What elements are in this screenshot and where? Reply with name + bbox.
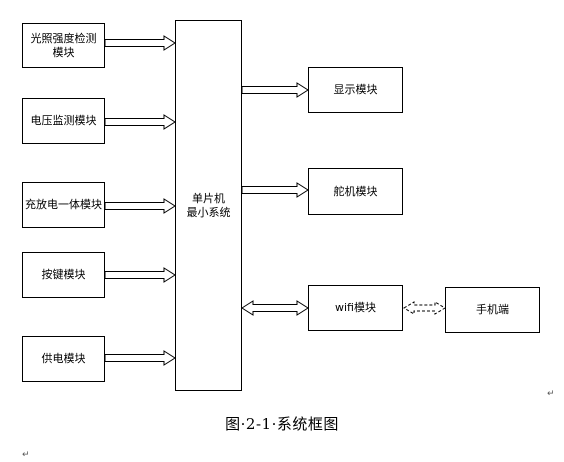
paragraph-mark-right: ↵ bbox=[547, 389, 555, 399]
power-supply-module-box: 供电模块 bbox=[22, 336, 105, 382]
arrow-wifi-phone-wireless bbox=[403, 301, 446, 315]
display-module-box: 显示模块 bbox=[308, 67, 403, 113]
arrow-voltage-to-mcu bbox=[104, 114, 176, 130]
phone-end-box: 手机端 bbox=[445, 287, 540, 333]
arrow-charge-to-mcu bbox=[104, 198, 176, 214]
voltage-monitor-module-label: 电压监测模块 bbox=[30, 114, 97, 127]
display-module-label: 显示模块 bbox=[333, 83, 378, 96]
phone-end-label: 手机端 bbox=[476, 303, 509, 316]
voltage-monitor-module-box: 电压监测模块 bbox=[22, 98, 105, 144]
arrow-mcu-to-display bbox=[241, 82, 309, 98]
arrow-mcu-to-servo bbox=[241, 182, 309, 198]
charge-discharge-module-label: 充放电一体模块 bbox=[25, 198, 102, 211]
mcu-label-line2: 最小系统 bbox=[186, 205, 231, 219]
wifi-module-label: wifi模块 bbox=[335, 301, 376, 314]
light-intensity-module-box: 光照强度检测 模块 bbox=[22, 23, 105, 68]
key-module-label: 按键模块 bbox=[41, 268, 86, 281]
power-supply-module-label: 供电模块 bbox=[41, 352, 86, 365]
mcu-minimum-system-box: 单片机 最小系统 bbox=[175, 20, 242, 391]
servo-module-box: 舵机模块 bbox=[308, 168, 403, 215]
servo-module-label: 舵机模块 bbox=[333, 184, 378, 198]
key-module-box: 按键模块 bbox=[22, 252, 105, 298]
figure-caption: 图·2-1·系统框图 bbox=[225, 415, 339, 433]
paragraph-mark-bottom: ↵ bbox=[22, 450, 30, 460]
wifi-module-box: wifi模块 bbox=[308, 285, 403, 331]
light-intensity-module-label-line1: 光照强度检测 bbox=[30, 31, 97, 45]
charge-discharge-module-box: 充放电一体模块 bbox=[22, 182, 105, 228]
arrow-power-to-mcu bbox=[104, 350, 176, 366]
arrow-key-to-mcu bbox=[104, 267, 176, 283]
arrow-light-to-mcu bbox=[104, 35, 176, 51]
arrow-mcu-wifi-bidirectional bbox=[241, 300, 309, 316]
light-intensity-module-label-line2: 模块 bbox=[52, 45, 75, 59]
mcu-label-line1: 单片机 bbox=[192, 191, 225, 205]
